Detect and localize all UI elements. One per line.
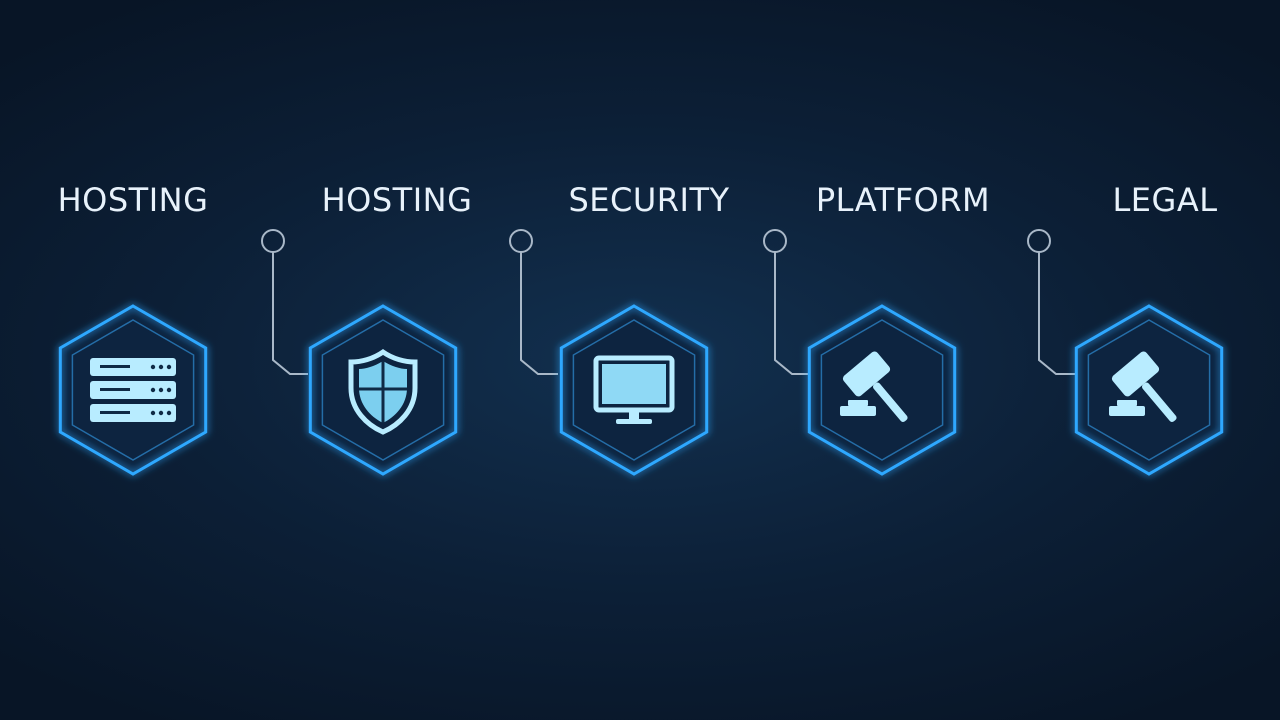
step-label-3: SECURITY	[568, 181, 730, 219]
gavel-icon	[840, 351, 908, 422]
callout-stem	[261, 229, 308, 375]
callout-stem	[509, 229, 558, 375]
callout-stem	[1027, 229, 1075, 375]
step-label-5: LEGAL	[1112, 181, 1218, 219]
step-label-2: HOSTING	[321, 181, 473, 219]
gavel-icon	[1109, 351, 1177, 422]
step-label-1: HOSTING	[57, 181, 209, 219]
monitor-icon	[593, 355, 675, 424]
server-icon	[90, 358, 176, 422]
callout-stem	[763, 229, 808, 375]
step-label-4: PLATFORM	[815, 181, 991, 219]
shield-icon	[348, 348, 418, 435]
callout-stems	[261, 229, 1075, 375]
